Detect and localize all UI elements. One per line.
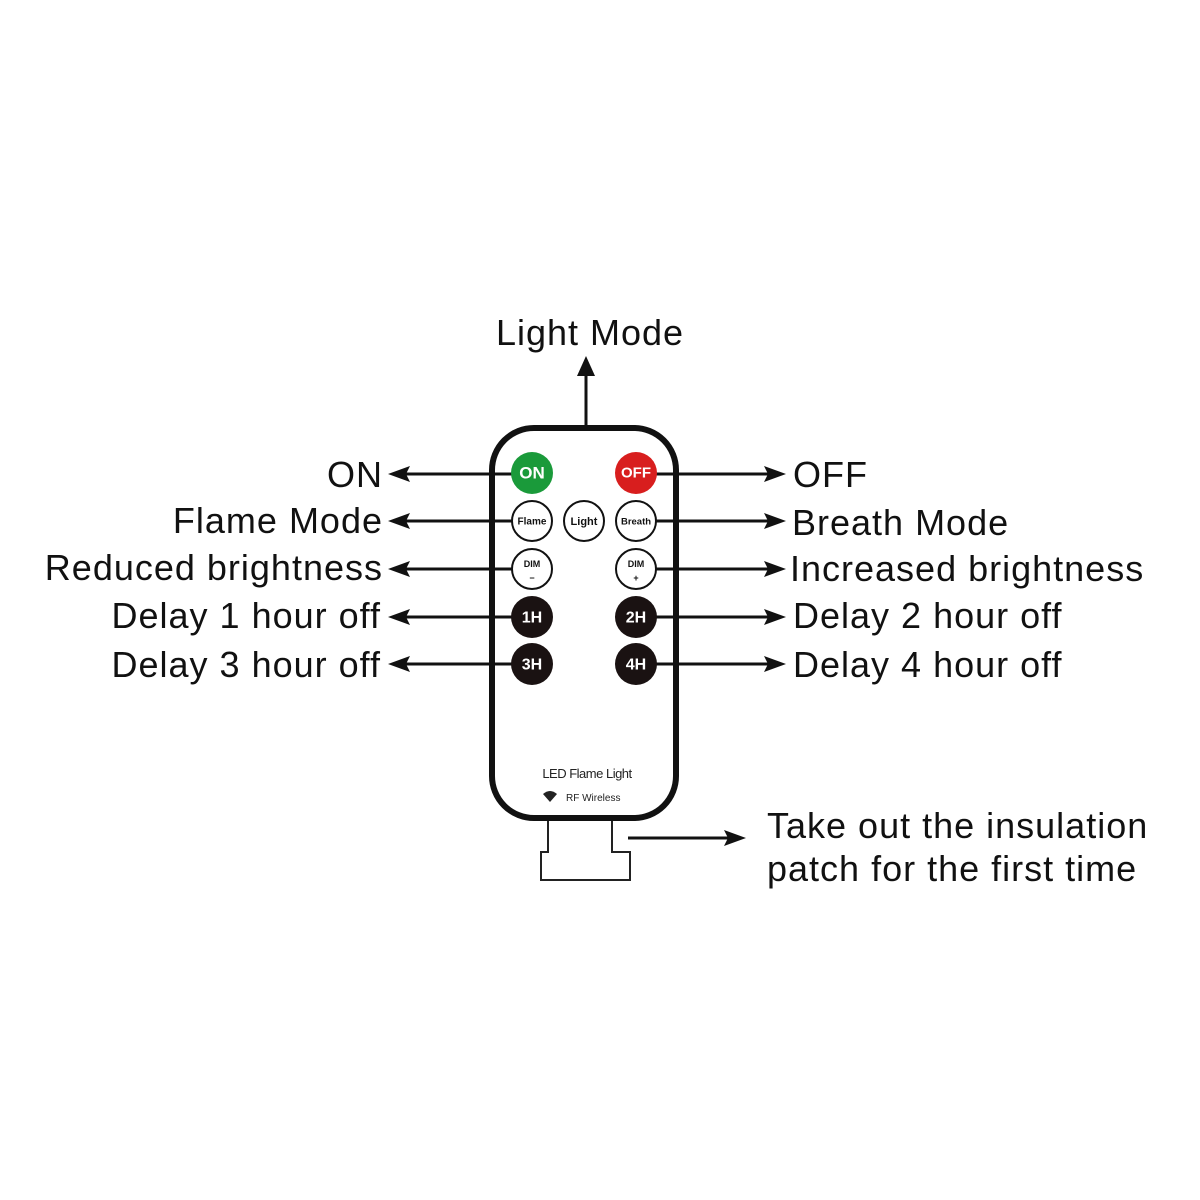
right-labels: OFF Breath Mode Increased brightness Del… <box>790 454 1144 685</box>
svg-text:DIM: DIM <box>524 559 541 569</box>
arrow-breath <box>656 513 786 529</box>
insulation-tab <box>540 821 631 881</box>
arrow-off <box>656 466 786 482</box>
wifi-icon <box>543 791 557 802</box>
arrow-1h <box>388 609 512 625</box>
label-reduced-brightness: Reduced brightness <box>45 547 383 588</box>
svg-text:DIM: DIM <box>628 559 645 569</box>
remote-brand: LED Flame Light <box>542 766 632 781</box>
button-breath[interactable]: Breath <box>615 500 657 542</box>
button-4h[interactable]: 4H <box>615 643 657 685</box>
svg-text:Flame: Flame <box>518 517 547 528</box>
button-on[interactable]: ON <box>511 452 553 494</box>
svg-text:3H: 3H <box>522 657 542 674</box>
left-arrows <box>388 466 512 672</box>
svg-text:Light: Light <box>571 516 598 528</box>
arrow-dim-plus <box>656 561 786 577</box>
svg-text:OFF: OFF <box>621 465 651 482</box>
button-1h[interactable]: 1H <box>511 596 553 638</box>
right-arrows <box>628 466 786 846</box>
label-delay-1h: Delay 1 hour off <box>112 595 382 636</box>
arrow-flame <box>388 513 512 529</box>
remote-wireless-text: RF Wireless <box>566 793 620 804</box>
label-delay-3h: Delay 3 hour off <box>112 644 382 685</box>
arrow-insulation <box>628 830 746 846</box>
arrow-2h <box>656 609 786 625</box>
light-mode-label: Light Mode <box>496 312 684 353</box>
label-increased-brightness: Increased brightness <box>790 548 1144 589</box>
label-flame-mode: Flame Mode <box>173 500 383 541</box>
label-delay-4h: Delay 4 hour off <box>793 644 1063 685</box>
svg-text:1H: 1H <box>522 610 542 627</box>
arrow-on <box>388 466 512 482</box>
button-2h[interactable]: 2H <box>615 596 657 638</box>
svg-text:−: − <box>529 573 534 583</box>
button-light[interactable]: Light <box>563 500 605 542</box>
label-on: ON <box>327 454 383 495</box>
arrow-3h <box>388 656 512 672</box>
svg-text:2H: 2H <box>626 610 646 627</box>
label-breath-mode: Breath Mode <box>792 502 1009 543</box>
insulation-note-line2: patch for the first time <box>767 848 1137 889</box>
button-flame[interactable]: Flame <box>511 500 553 542</box>
button-off[interactable]: OFF <box>615 452 657 494</box>
svg-text:Breath: Breath <box>621 517 651 528</box>
label-delay-2h: Delay 2 hour off <box>793 595 1063 636</box>
svg-text:ON: ON <box>519 464 545 483</box>
button-3h[interactable]: 3H <box>511 643 553 685</box>
button-dim-minus[interactable]: DIM − <box>511 548 553 590</box>
insulation-note-line1: Take out the insulation <box>767 805 1148 846</box>
svg-text:4H: 4H <box>626 657 646 674</box>
arrow-dim-minus <box>388 561 512 577</box>
left-labels: ON Flame Mode Reduced brightness Delay 1… <box>45 454 383 685</box>
arrow-4h <box>656 656 786 672</box>
label-off: OFF <box>793 454 868 495</box>
button-dim-plus[interactable]: DIM + <box>615 548 657 590</box>
svg-text:+: + <box>633 573 638 583</box>
